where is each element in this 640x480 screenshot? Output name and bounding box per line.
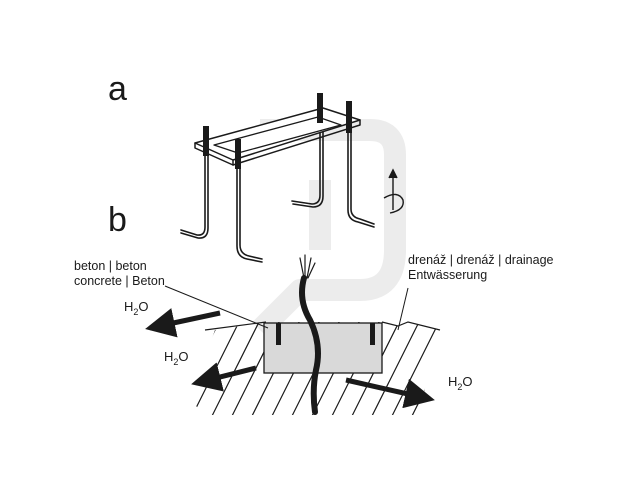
anchor-frame xyxy=(180,93,375,263)
rotate-arrow-icon xyxy=(383,168,404,214)
brand-watermark-icon xyxy=(252,119,406,338)
water-label-upper-left: H2O xyxy=(124,299,149,317)
panel-label-b: b xyxy=(108,201,127,239)
panel-label-a: a xyxy=(108,70,127,108)
water-label-right: H2O xyxy=(448,374,473,392)
water-arrows xyxy=(145,308,435,409)
water-arrow-upper-left xyxy=(145,308,221,338)
water-arrow-right xyxy=(345,377,435,409)
leader-lines xyxy=(164,285,409,331)
back-legs xyxy=(180,109,324,239)
concrete-block xyxy=(263,322,383,374)
concrete-label-line2: concrete | Beton xyxy=(74,274,165,288)
water-label-lower-left: H2O xyxy=(164,349,189,367)
drainage-label-line2: Entwässerung xyxy=(408,268,487,282)
cable xyxy=(299,254,321,415)
embedded-bolts xyxy=(276,323,375,345)
frame-plate-inner xyxy=(213,116,342,154)
threaded-bolts xyxy=(203,93,352,169)
front-legs xyxy=(236,107,375,263)
water-arrow-lower-left xyxy=(191,362,257,392)
concrete-label-line1: beton | beton xyxy=(74,259,147,273)
drainage-label-line1: drenáž | drenáž | drainage xyxy=(408,253,554,267)
